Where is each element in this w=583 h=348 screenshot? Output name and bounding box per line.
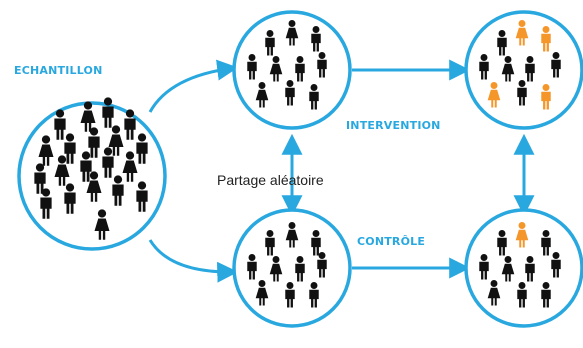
intervention-label: INTERVENTION <box>346 119 441 132</box>
person-icon-intervention-before-1 <box>285 20 299 46</box>
person-icon-intervention-after-4 <box>501 56 515 82</box>
person-icon-intervention-after-0 <box>497 30 507 56</box>
person-icon-intervention-before-0 <box>265 30 275 56</box>
person-icon-sample-1 <box>80 101 96 132</box>
circle-intervention-before <box>232 10 352 130</box>
circle-sample <box>17 97 167 251</box>
person-icon-control-before-5 <box>295 256 305 282</box>
person-icon-sample-12 <box>102 147 114 178</box>
person-icon-control-before-7 <box>255 280 269 306</box>
person-icon-sample-8 <box>136 133 148 164</box>
person-icon-intervention-after-3 <box>479 54 489 80</box>
person-icon-sample-2 <box>102 97 114 128</box>
circle-intervention-after <box>464 10 583 130</box>
person-icon-sample-4 <box>38 135 54 166</box>
person-icon-sample-16 <box>86 171 102 202</box>
person-icon-sample-13 <box>122 151 138 182</box>
person-icon-sample-5 <box>64 133 76 164</box>
person-icon-intervention-after-8 <box>517 80 527 106</box>
arrow-sample-to-control <box>148 239 239 283</box>
person-icon-sample-17 <box>112 175 124 206</box>
person-icon-sample-7 <box>108 125 124 156</box>
circles-layer <box>17 10 583 328</box>
person-icon-control-before-3 <box>247 254 257 280</box>
person-icon-control-after-0 <box>497 230 507 256</box>
person-icon-intervention-after-9 <box>541 84 551 110</box>
person-icon-intervention-before-4 <box>269 56 283 82</box>
arrows-layer <box>148 59 535 283</box>
sample-label: ECHANTILLON <box>14 64 103 77</box>
person-icon-intervention-before-5 <box>295 56 305 82</box>
person-icon-sample-10 <box>54 155 70 186</box>
person-icon-intervention-after-5 <box>525 56 535 82</box>
circle-control-before <box>232 208 352 328</box>
person-icon-control-after-7 <box>487 280 501 306</box>
person-icon-control-after-3 <box>479 254 489 280</box>
person-icon-intervention-before-3 <box>247 54 257 80</box>
person-icon-intervention-before-7 <box>255 82 269 108</box>
person-icon-sample-11 <box>80 151 92 182</box>
circle-control-after <box>464 208 583 328</box>
randomization-label: Partage aléatoire <box>217 172 324 188</box>
person-icon-control-after-1 <box>515 222 529 248</box>
person-icon-control-before-2 <box>311 230 321 256</box>
person-icon-intervention-after-6 <box>551 52 561 78</box>
person-icon-intervention-after-2 <box>541 26 551 52</box>
person-icon-sample-3 <box>124 109 136 140</box>
person-icon-control-before-0 <box>265 230 275 256</box>
person-icon-control-after-8 <box>517 282 527 308</box>
person-icon-sample-6 <box>88 127 100 158</box>
person-icon-intervention-after-7 <box>487 82 501 108</box>
person-icon-intervention-after-1 <box>515 20 529 46</box>
person-icon-control-after-9 <box>541 282 551 308</box>
person-icon-control-before-8 <box>285 282 295 308</box>
person-icon-control-after-6 <box>551 252 561 278</box>
person-icon-intervention-before-9 <box>309 84 319 110</box>
person-icon-sample-15 <box>64 183 76 214</box>
person-icon-sample-9 <box>34 163 46 194</box>
person-icon-control-before-4 <box>269 256 283 282</box>
person-icon-intervention-before-2 <box>311 26 321 52</box>
person-icon-sample-0 <box>54 109 66 140</box>
person-icon-control-before-9 <box>309 282 319 308</box>
person-icon-control-after-5 <box>525 256 535 282</box>
person-icon-control-before-6 <box>317 252 327 278</box>
control-label: CONTRÔLE <box>357 235 426 248</box>
person-icon-control-before-1 <box>285 222 299 248</box>
person-icon-intervention-before-6 <box>317 52 327 78</box>
person-icon-control-after-4 <box>501 256 515 282</box>
person-icon-control-after-2 <box>541 230 551 256</box>
arrow-sample-to-intervention <box>148 59 239 113</box>
person-icon-intervention-before-8 <box>285 80 295 106</box>
person-icon-sample-19 <box>94 209 110 240</box>
person-icon-sample-18 <box>136 181 148 212</box>
person-icon-sample-14 <box>40 188 52 219</box>
